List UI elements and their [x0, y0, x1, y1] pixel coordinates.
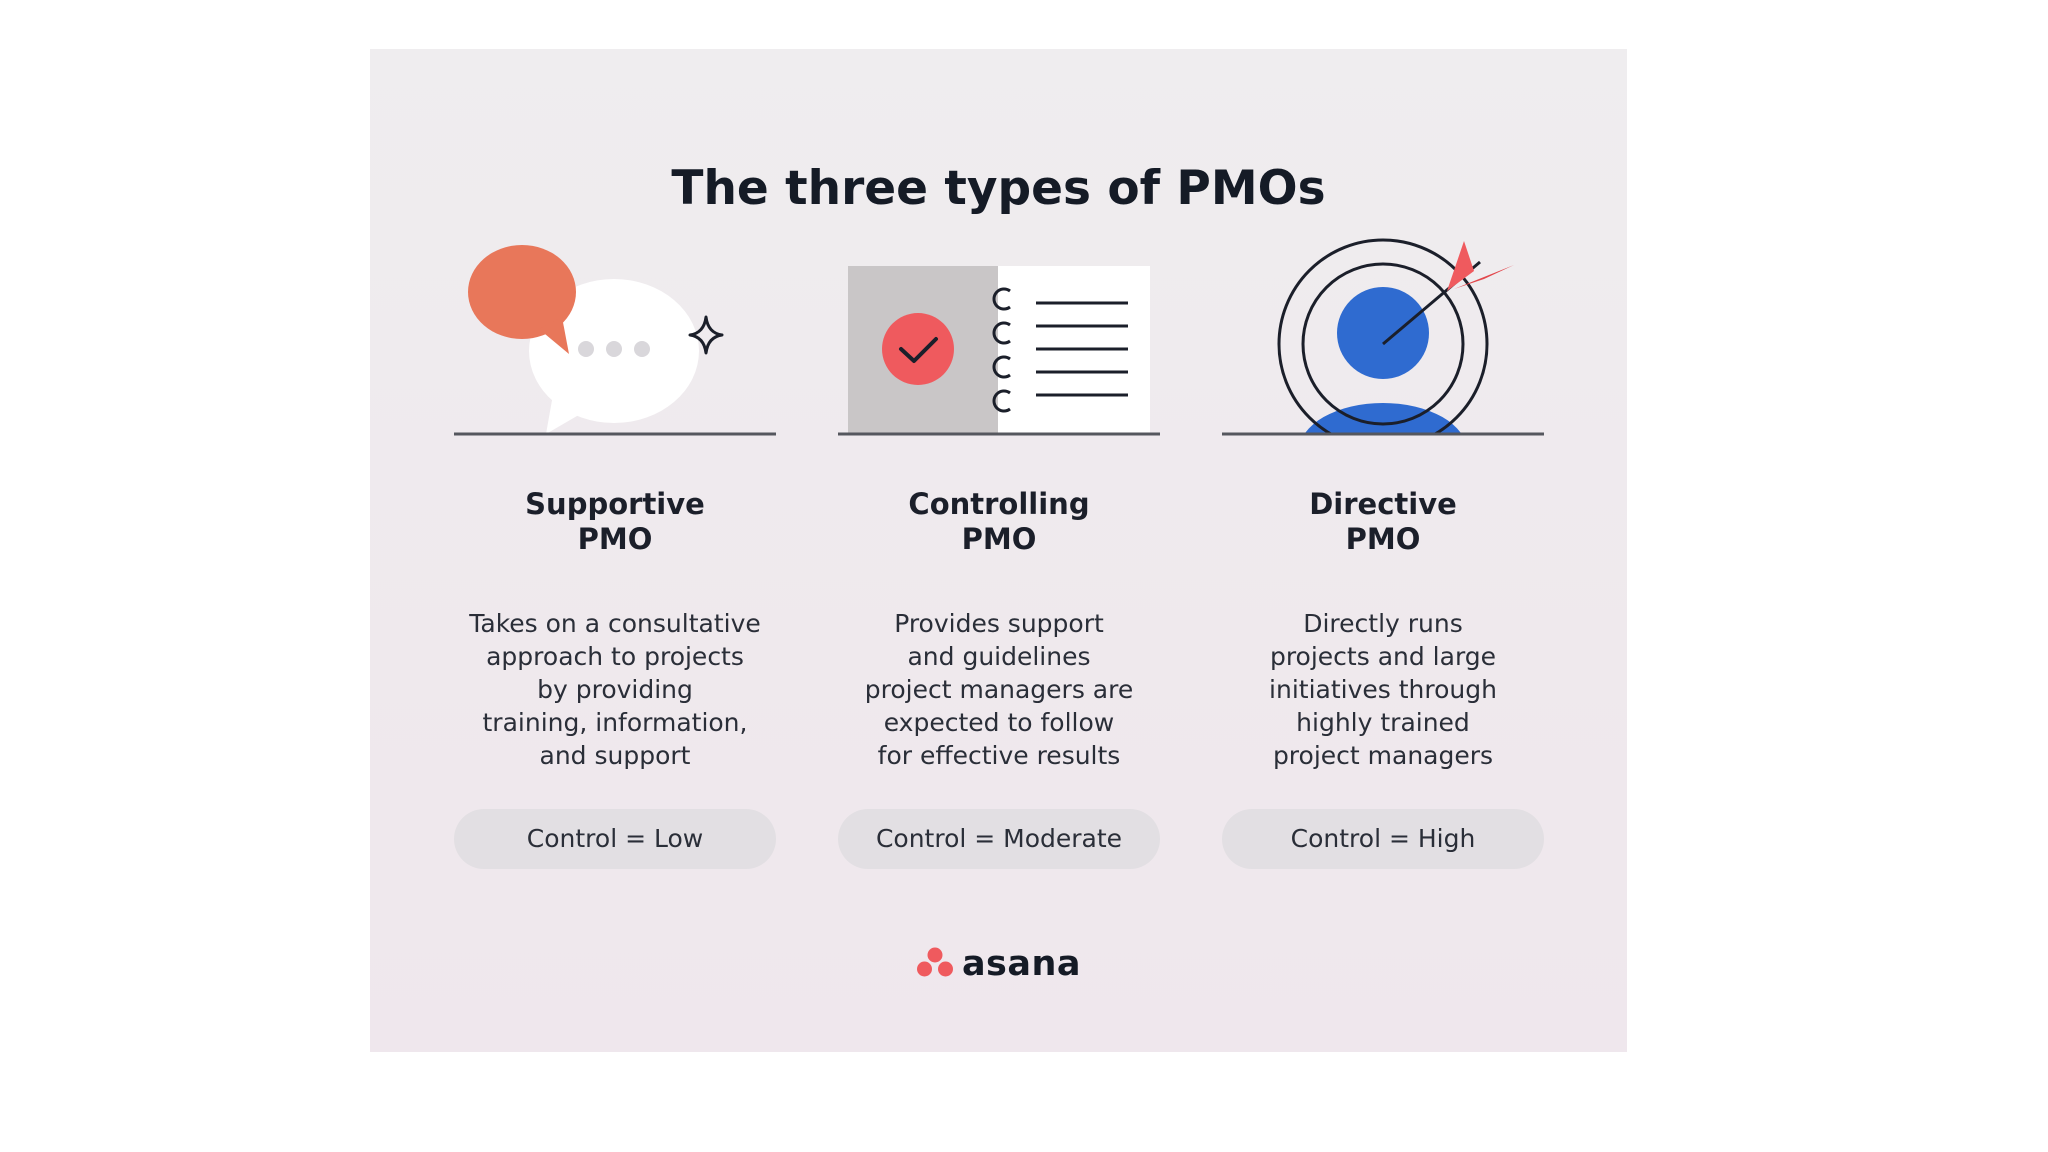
asana-logo-icon — [916, 946, 954, 982]
pmo-infographic-card: The three types of PMOs Supportive — [370, 49, 1627, 1052]
description-controlling: Provides support and guidelines project … — [828, 607, 1170, 772]
asana-logo: asana — [370, 939, 1627, 989]
description-directive: Directly runs projects and large initiat… — [1212, 607, 1554, 772]
speech-bubbles-icon — [454, 229, 776, 439]
desc-line: training, information, — [482, 708, 748, 737]
desc-line: expected to follow — [883, 708, 1115, 737]
control-level-badge-low: Control = Low — [454, 809, 776, 869]
heading-line-1: Directive — [1309, 487, 1457, 521]
heading-supportive: Supportive PMO — [454, 487, 776, 557]
control-level-badge-moderate: Control = Moderate — [838, 809, 1160, 869]
desc-line: and guidelines — [907, 642, 1091, 671]
description-supportive: Takes on a consultative approach to proj… — [444, 607, 786, 772]
brand-name: asana — [961, 944, 1082, 984]
heading-line-1: Controlling — [908, 487, 1090, 521]
control-level-badge-high: Control = High — [1222, 809, 1544, 869]
column-supportive-pmo: Supportive PMO Takes on a consultative a… — [454, 49, 776, 1052]
page-title: The three types of PMOs — [671, 161, 1326, 216]
desc-line: and support — [539, 741, 691, 770]
desc-line: project managers are — [864, 675, 1134, 704]
checklist-notebook-icon — [838, 229, 1160, 439]
column-directive-pmo: Directive PMO Directly runs projects and… — [1222, 49, 1544, 1052]
desc-line: Provides support — [894, 609, 1104, 638]
heading-line-2: PMO — [577, 522, 653, 556]
heading-controlling: Controlling PMO — [838, 487, 1160, 557]
target-person-icon — [1222, 229, 1544, 439]
desc-line: Directly runs — [1303, 609, 1463, 638]
desc-line: Takes on a consultative — [469, 609, 761, 638]
heading-line-1: Supportive — [525, 487, 705, 521]
heading-directive: Directive PMO — [1222, 487, 1544, 557]
desc-line: approach to projects — [486, 642, 744, 671]
heading-line-2: PMO — [961, 522, 1037, 556]
desc-line: initiatives through — [1269, 675, 1497, 704]
desc-line: projects and large — [1269, 642, 1497, 671]
desc-line: for effective results — [877, 741, 1121, 770]
column-controlling-pmo: Controlling PMO Provides support and gui… — [838, 49, 1160, 1052]
heading-line-2: PMO — [1345, 522, 1421, 556]
desc-line: project managers — [1272, 741, 1494, 770]
desc-line: by providing — [537, 675, 693, 704]
desc-line: highly trained — [1296, 708, 1470, 737]
